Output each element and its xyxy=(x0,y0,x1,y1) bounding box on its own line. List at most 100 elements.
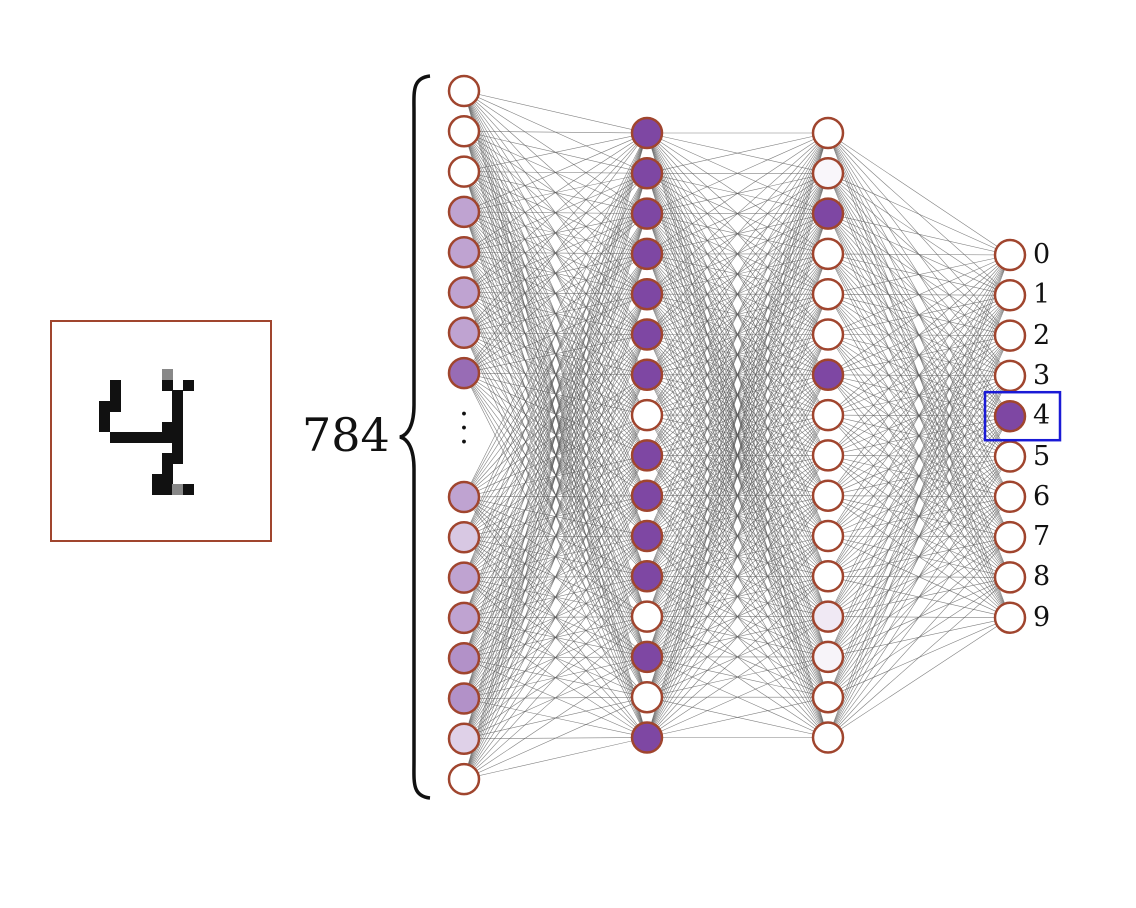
digit-pixel xyxy=(109,432,121,443)
edge xyxy=(463,132,648,374)
digit-pixel xyxy=(151,484,163,496)
connection-edges xyxy=(463,90,1011,780)
hidden1-neuron xyxy=(630,600,664,633)
output-neuron xyxy=(993,561,1027,594)
hidden1-neuron xyxy=(630,398,664,432)
edge xyxy=(646,132,829,335)
edge xyxy=(646,132,829,698)
edge xyxy=(463,132,648,780)
input-neuron xyxy=(447,316,481,350)
hidden1-neuron xyxy=(630,640,664,674)
edge xyxy=(646,374,829,738)
edge xyxy=(646,294,829,738)
edge xyxy=(463,656,648,780)
ellipsis-dot: · xyxy=(459,397,469,432)
digit-pixel xyxy=(172,421,184,433)
edge xyxy=(646,132,829,255)
edge xyxy=(463,132,648,578)
edge xyxy=(463,737,648,780)
output-neuron xyxy=(993,520,1027,554)
output-neuron xyxy=(993,440,1027,473)
edge xyxy=(827,253,1011,256)
edge xyxy=(646,132,829,738)
edge xyxy=(827,254,1011,537)
input-neuron xyxy=(447,601,481,635)
output-neuron xyxy=(993,480,1027,514)
output-label-1: 1 xyxy=(1033,279,1051,311)
hidden2-neuron xyxy=(811,116,845,150)
edge xyxy=(827,173,1011,256)
output-label-6: 6 xyxy=(1033,480,1051,512)
edge xyxy=(463,616,648,780)
digit-pixel xyxy=(109,400,121,412)
edge xyxy=(827,254,1011,335)
digit-pixel xyxy=(172,442,184,454)
ellipsis-dot: · xyxy=(459,425,469,460)
edge xyxy=(827,254,1011,456)
hidden2-neuron xyxy=(811,560,845,593)
ellipsis-dot: · xyxy=(459,411,469,446)
digit-pixel xyxy=(99,421,111,433)
digit-pixel xyxy=(120,432,132,443)
edge xyxy=(827,254,1011,376)
output-label-5: 5 xyxy=(1033,440,1051,472)
edge xyxy=(827,254,1011,416)
edge xyxy=(463,455,648,780)
edge xyxy=(827,375,1011,738)
hidden1-neuron xyxy=(630,721,664,754)
digit-pixel xyxy=(109,379,121,391)
output-label-3: 3 xyxy=(1033,359,1051,391)
input-digit-image xyxy=(50,320,272,542)
digit-pixel xyxy=(162,452,173,464)
edge xyxy=(827,496,1011,738)
input-neuron xyxy=(447,115,481,148)
edge xyxy=(827,213,1011,256)
edge xyxy=(463,132,648,659)
digit-pixel xyxy=(182,379,194,391)
edge xyxy=(646,253,829,738)
edge xyxy=(646,132,829,617)
edge xyxy=(646,132,829,537)
edge xyxy=(463,132,648,498)
edge xyxy=(646,696,829,738)
edge xyxy=(463,90,648,134)
edge xyxy=(463,372,648,738)
edge xyxy=(827,132,1011,256)
input-neuron xyxy=(447,762,481,796)
hidden2-neuron xyxy=(811,600,845,633)
edge xyxy=(463,132,648,213)
digit-pixel xyxy=(172,400,184,412)
edge xyxy=(646,132,829,295)
edge xyxy=(646,576,829,738)
hidden1-neuron xyxy=(630,519,664,553)
edge xyxy=(827,254,1011,698)
edge xyxy=(646,132,829,214)
hidden2-neuron xyxy=(811,197,845,230)
neurons xyxy=(447,74,1027,796)
digit-pixel xyxy=(162,432,173,443)
edge xyxy=(827,254,1011,617)
edge xyxy=(827,254,1011,738)
digit-pixel xyxy=(162,421,173,433)
digit-pixel xyxy=(162,463,173,475)
edge xyxy=(827,254,1011,658)
edge xyxy=(827,617,1011,738)
edge xyxy=(646,132,829,375)
edge xyxy=(827,577,1011,738)
digit-pixel xyxy=(172,390,184,402)
hidden2-neuron xyxy=(811,237,845,271)
hidden2-neuron xyxy=(811,398,845,432)
prediction-highlight-box xyxy=(983,390,1062,442)
edge xyxy=(827,254,1011,295)
hidden1-neuron xyxy=(630,197,664,230)
edge xyxy=(463,576,648,780)
edge xyxy=(463,253,648,780)
output-neuron xyxy=(993,238,1027,272)
edge xyxy=(646,132,829,416)
hidden1-neuron xyxy=(630,358,664,392)
edge xyxy=(827,254,1011,496)
hidden2-neuron xyxy=(811,640,845,674)
input-neuron xyxy=(447,356,481,390)
edge xyxy=(827,335,1011,738)
